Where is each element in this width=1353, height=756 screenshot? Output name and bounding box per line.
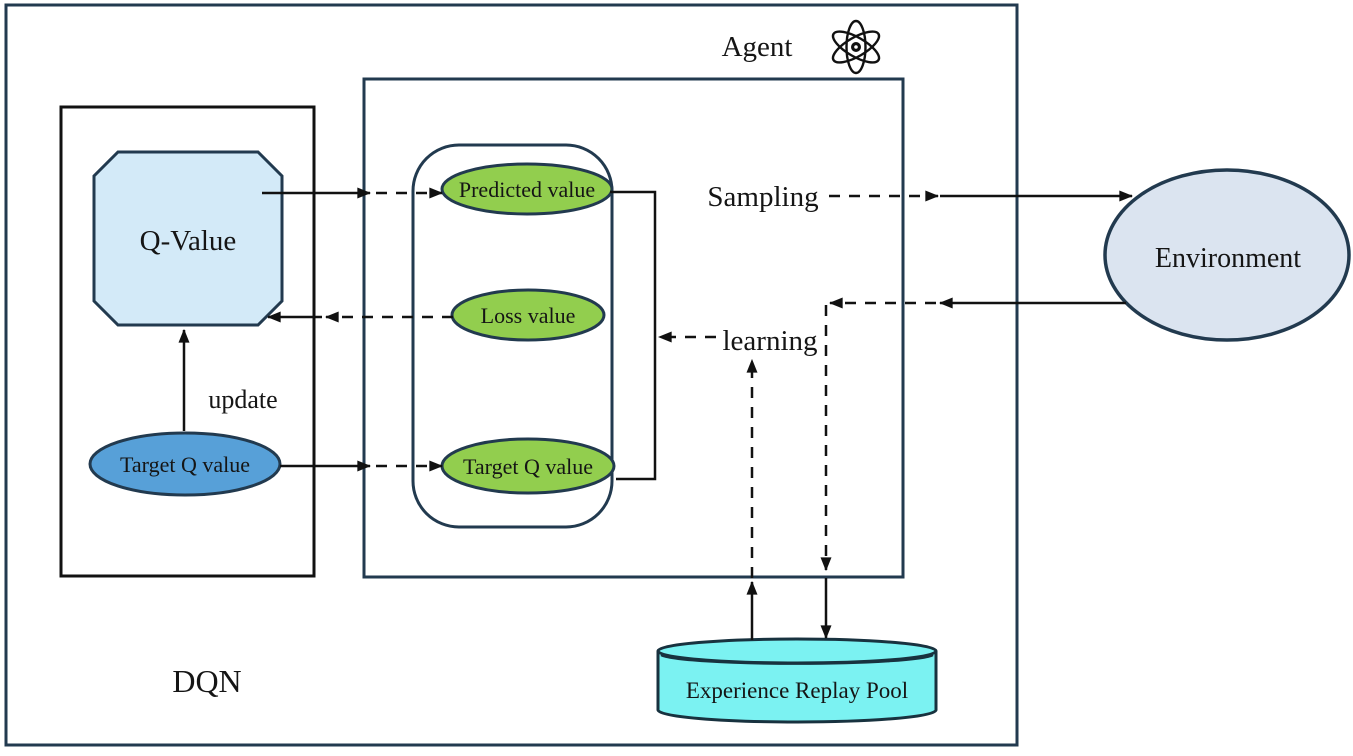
replay-pool-label: Experience Replay Pool xyxy=(686,678,908,703)
environment-node xyxy=(1103,168,1351,342)
loss-value-label: Loss value xyxy=(481,303,576,328)
sampling-label: Sampling xyxy=(707,181,818,213)
predicted-value-label: Predicted value xyxy=(459,177,595,202)
agent-label: Agent xyxy=(722,31,793,63)
q-value-label: Q-Value xyxy=(140,225,237,257)
learning-label: learning xyxy=(722,325,817,357)
replay-pool-node xyxy=(656,637,938,724)
target-q-label-dqn: Target Q value xyxy=(120,452,250,477)
agent-box xyxy=(4,3,1019,747)
target-q-node-dqn xyxy=(88,431,282,497)
dqn-label: DQN xyxy=(172,663,241,699)
environment-label: Environment xyxy=(1155,243,1301,274)
update-label: update xyxy=(208,385,277,414)
dqn-box xyxy=(59,105,316,578)
q-value-node xyxy=(92,150,284,327)
bracket-connector xyxy=(610,190,657,481)
network-box xyxy=(362,77,905,579)
pool-inner-rim xyxy=(660,654,934,665)
value-group-box xyxy=(411,143,614,529)
loss-value-node xyxy=(450,288,606,342)
atom-icon xyxy=(831,19,881,75)
target-q-label-network: Target Q value xyxy=(463,454,593,479)
